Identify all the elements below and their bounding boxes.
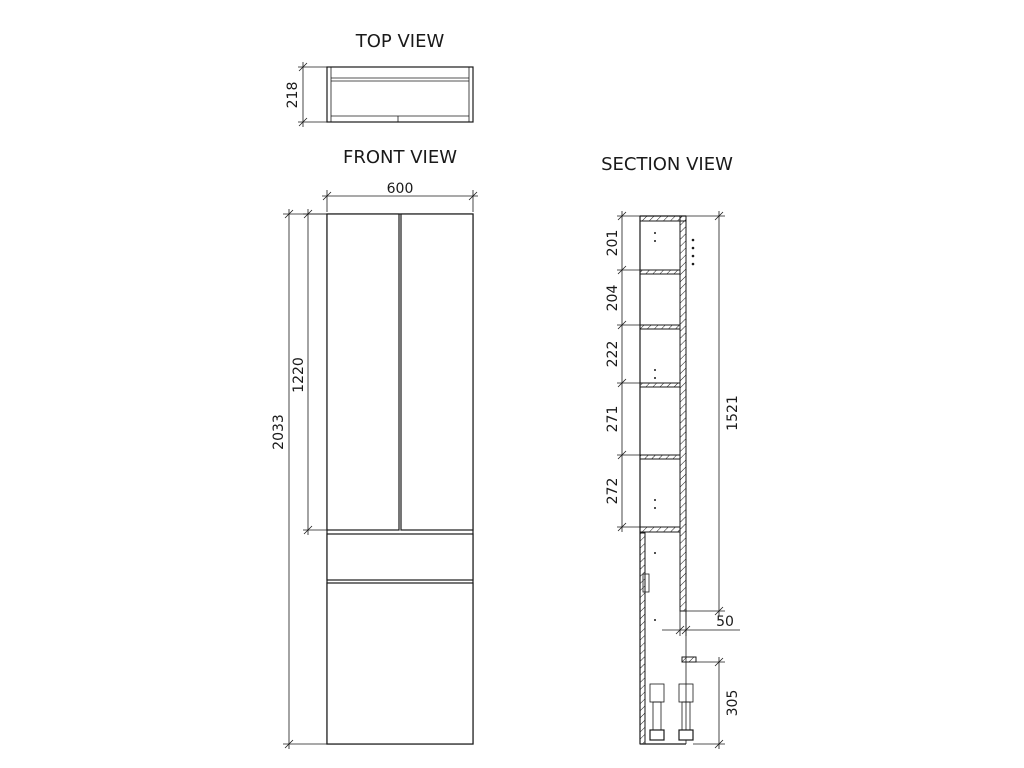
front-view-title: FRONT VIEW [343, 147, 457, 168]
front-total-height-dimension: 2033 [271, 209, 327, 749]
section-base-dimension: 305 [693, 657, 741, 749]
section-height-dimension: 1521 [686, 211, 741, 616]
section-spacing-3-label: 222 [605, 341, 621, 368]
section-plinth-rail [681, 656, 697, 663]
section-shelf-1 [639, 269, 681, 275]
top-view: TOP VIEW 218 [285, 31, 474, 127]
front-width-label: 600 [387, 181, 414, 197]
section-leg-left [649, 683, 665, 741]
section-shelf-4 [639, 454, 681, 460]
front-view: FRONT VIEW 600 2033 [271, 147, 478, 749]
section-spacing-4-label: 271 [605, 406, 621, 433]
front-lower-door [326, 582, 474, 745]
section-leg-right [678, 683, 694, 741]
section-spacing-5-label: 272 [605, 478, 621, 505]
front-width-dimension: 600 [322, 181, 478, 212]
section-shelf-3 [639, 382, 681, 388]
section-back-panel-upper [679, 215, 687, 612]
section-inset-dimension: 50 [662, 611, 740, 636]
front-drawer [326, 533, 474, 581]
section-base-label: 305 [725, 690, 741, 717]
section-lower-side [639, 532, 646, 745]
section-inset-label: 50 [716, 614, 734, 630]
section-shelf-5 [639, 526, 681, 533]
top-view-outline [326, 66, 474, 123]
section-view: SECTION VIEW [601, 154, 741, 749]
front-upper-height-label: 1220 [291, 357, 307, 393]
front-upper-door-right [400, 213, 474, 531]
section-pin-holes [654, 232, 695, 621]
section-view-title: SECTION VIEW [601, 154, 733, 175]
front-upper-height-dimension: 1220 [291, 209, 327, 535]
front-upper-door-left [326, 213, 400, 531]
top-depth-dimension: 218 [285, 62, 327, 127]
section-height-label: 1521 [725, 395, 741, 431]
section-drawer-handle [642, 573, 650, 593]
top-depth-label: 218 [285, 82, 301, 109]
front-total-height-label: 2033 [271, 414, 287, 450]
top-view-title: TOP VIEW [355, 31, 445, 52]
section-top-panel [639, 215, 687, 222]
section-spacing-2-label: 204 [605, 285, 621, 312]
section-spacing-1-label: 201 [605, 230, 621, 257]
section-shelf-2 [639, 324, 681, 330]
section-spacing-dimensions: 201 204 222 271 272 [605, 211, 640, 532]
